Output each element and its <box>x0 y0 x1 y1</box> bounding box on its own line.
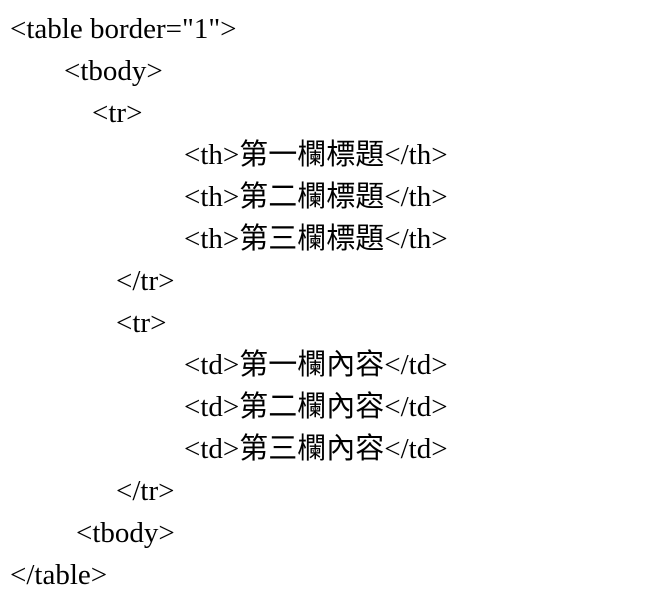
code-line-td-2: <td>第二欄內容</td> <box>184 391 448 423</box>
code-line-tbody-open: <tbody> <box>64 55 163 87</box>
code-line-table-close: </table> <box>10 559 108 591</box>
code-line-td-3: <td>第三欄內容</td> <box>184 433 448 465</box>
code-line-tr-close-2: </tr> <box>116 475 175 507</box>
code-line-tbody-2: <tbody> <box>76 517 175 549</box>
code-line-tr-open-1: <tr> <box>92 97 143 129</box>
code-line-th-3: <th>第三欄標題</th> <box>184 223 448 255</box>
code-line-tr-close-1: </tr> <box>116 265 175 297</box>
code-line-tr-open-2: <tr> <box>116 307 167 339</box>
code-line-td-1: <td>第一欄內容</td> <box>184 349 448 381</box>
code-line-th-1: <th>第一欄標題</th> <box>184 139 448 171</box>
code-line-table-open: <table border="1"> <box>10 13 237 45</box>
code-line-th-2: <th>第二欄標題</th> <box>184 181 448 213</box>
